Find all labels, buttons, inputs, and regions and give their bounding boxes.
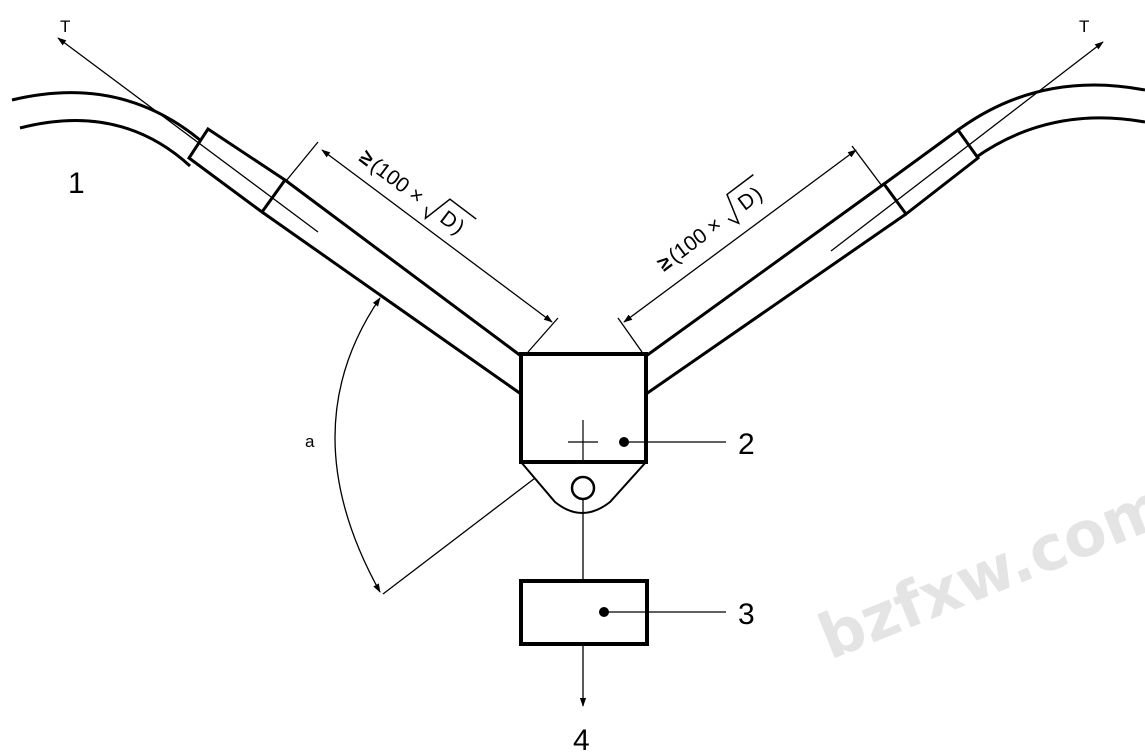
lug-hole xyxy=(570,475,596,501)
left-dim-ext-line-2 xyxy=(527,317,559,353)
right-dim-ext-line-1 xyxy=(851,145,883,187)
part-label-1: 1 xyxy=(68,167,85,200)
angle-label: a xyxy=(305,432,315,451)
left-dimension-label: ≥ (100 × D ) xyxy=(355,146,477,239)
left-dim-ext-line-1 xyxy=(285,141,319,182)
left-tension-arrow xyxy=(57,37,319,233)
right-dim-prefix: (100 × xyxy=(664,213,726,268)
part-label-3: 3 xyxy=(738,598,755,631)
right-clamp-sleeve xyxy=(881,127,981,217)
left-dim-prefix: (100 × xyxy=(366,154,428,209)
left-clamp-sleeve xyxy=(186,126,288,215)
left-dim-radical-sign xyxy=(424,198,477,221)
left-rod-lower-edge xyxy=(261,210,522,396)
right-dimension-line xyxy=(623,149,857,323)
left-dimension-line xyxy=(321,149,553,323)
left-cable-outer-line xyxy=(11,91,201,142)
angle-arc xyxy=(334,297,381,593)
left-cable-inner-line xyxy=(19,118,192,168)
tension-label-left: T xyxy=(60,17,70,36)
right-cable-outer-line xyxy=(957,83,1145,132)
tension-label-right: T xyxy=(1079,17,1089,36)
right-tension-arrow xyxy=(830,41,1104,252)
part-label-2: 2 xyxy=(738,428,755,461)
right-rod-upper-edge xyxy=(645,182,885,358)
right-cable-inner-line xyxy=(974,116,1145,160)
right-dim-ext-line-2 xyxy=(617,317,643,353)
right-dim-radical-sign xyxy=(726,173,754,225)
part-label-4: 4 xyxy=(573,724,590,754)
left-rod-upper-edge xyxy=(284,178,522,358)
watermark-text: bzfxw.com xyxy=(808,468,1145,674)
